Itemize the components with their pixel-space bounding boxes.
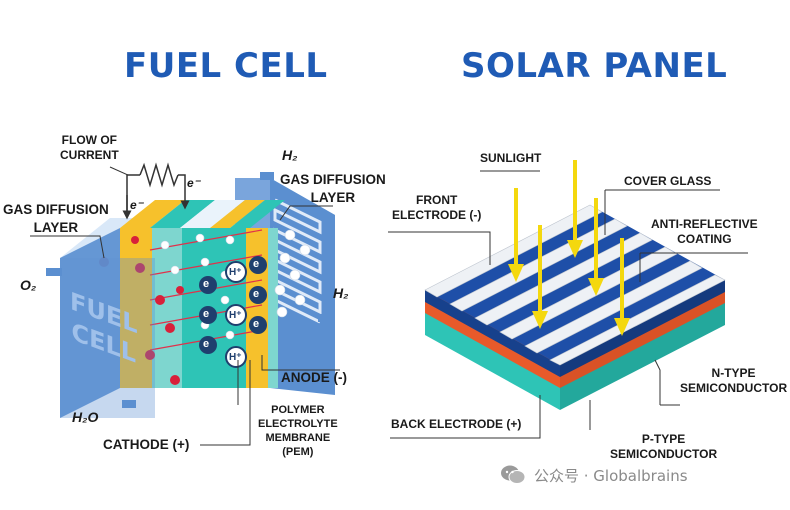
gdl-right-line-1: GAS DIFFUSION	[280, 172, 386, 187]
n-type-line-2: SEMICONDUCTOR	[680, 381, 788, 395]
pem-line-1: POLYMER	[271, 404, 325, 416]
anode-layer	[246, 228, 268, 388]
fuel-cell-front-box	[60, 228, 120, 418]
proton-glyph-1: H⁺	[229, 267, 242, 278]
anti-reflective-line-1: ANTI-REFLECTIVE	[651, 217, 758, 231]
coating-layer-right	[560, 280, 725, 377]
gdl-left-line-2: LAYER	[33, 220, 79, 235]
anode-gdl-top	[230, 200, 285, 228]
front-electrode-line-2: ELECTRODE (-)	[392, 208, 482, 222]
h2-top-label: H₂	[282, 147, 298, 163]
h2-inlet-pipe	[260, 172, 274, 180]
electron-glyph-1: e	[203, 278, 210, 290]
watermark: 公众号 · Globalbrains	[500, 464, 688, 486]
fuel-cell-title: FUEL CELL	[124, 46, 328, 86]
h2o-outlet-pipe	[122, 400, 136, 408]
n-type-line-1: N-TYPE	[711, 366, 756, 380]
o2-label: O₂	[20, 277, 37, 293]
fuel-cell-leader-lines	[30, 166, 340, 446]
gdl-right-line-2: LAYER	[310, 190, 356, 205]
flow-of-current-line-1: FLOW OF	[61, 133, 117, 147]
p-type-label: P-TYPE SEMICONDUCTOR	[610, 432, 717, 462]
front-electrode-line-1: FRONT	[416, 193, 458, 207]
p-type-line-1: P-TYPE	[641, 432, 686, 446]
anode-label: ANODE (-)	[281, 370, 347, 385]
right-plate-channels	[273, 198, 322, 324]
sunlight-label: SUNLIGHT	[480, 151, 542, 165]
electron-label-right: e⁻	[187, 176, 201, 190]
wechat-icon	[501, 465, 526, 484]
proton-markers	[225, 261, 247, 368]
anti-reflective-label: ANTI-REFLECTIVE COATING	[651, 217, 758, 247]
anti-reflective-line-2: COATING	[677, 232, 732, 246]
fuel-cell-graphic	[30, 162, 340, 446]
flow-of-current-label: FLOW OF CURRENT	[60, 133, 119, 163]
gas-diffusion-layer-right-label: GAS DIFFUSION LAYER	[280, 171, 386, 207]
solar-leader-lines	[388, 170, 748, 439]
h2-outlet-pipe	[318, 314, 334, 322]
pem-line-3: MEMBRANE	[265, 432, 331, 444]
h2-right-label: H₂	[333, 285, 349, 301]
pem-line-2: ELECTROLYTE	[258, 418, 338, 430]
pem-top	[180, 200, 245, 228]
pem-label: POLYMER ELECTROLYTE MEMBRANE (PEM)	[258, 403, 338, 459]
back-electrode-label: BACK ELECTRODE (+)	[391, 417, 522, 431]
n-type-label: N-TYPE SEMICONDUCTOR	[680, 366, 787, 396]
n-type-layer-left	[425, 300, 560, 388]
watermark-text: 公众号 · Globalbrains	[534, 466, 688, 485]
cathode-layer	[120, 228, 152, 388]
solar-panel-title: SOLAR PANEL	[461, 46, 728, 86]
electron-label-left: e⁻	[130, 198, 144, 212]
cathode-gdl-layer	[152, 228, 182, 388]
proton-glyph-3: H⁺	[229, 352, 242, 363]
electron-glyph-2: e	[203, 308, 210, 320]
electron-particles	[199, 256, 267, 354]
electron-glyph-6: e	[253, 318, 260, 330]
electron-glyph-5: e	[253, 288, 260, 300]
h2o-label: H₂O	[72, 409, 99, 425]
fuel-cell-front-overlay	[60, 258, 155, 418]
n-type-layer-right	[560, 290, 725, 388]
solar-panel-graphic	[388, 160, 748, 439]
electron-glyph-4: e	[253, 258, 260, 270]
cathode-gdl-top	[150, 200, 215, 228]
gas-diffusion-layer-left-label: GAS DIFFUSION LAYER	[3, 201, 109, 237]
anode-gdl-layer	[268, 228, 278, 388]
sunlight-arrows	[508, 160, 630, 336]
front-electrode-stripes	[424, 204, 726, 366]
front-electrode-label: FRONT ELECTRODE (-)	[392, 193, 481, 223]
cathode-label: CATHODE (+)	[103, 437, 190, 452]
coating-layer-top	[425, 205, 725, 365]
p-type-layer-left	[425, 310, 560, 410]
cathode-top	[120, 200, 185, 228]
coating-layer-left	[425, 290, 560, 377]
p-type-line-2: SEMICONDUCTOR	[610, 447, 718, 461]
electron-glyph-3: e	[203, 338, 210, 350]
o2-inlet-pipe	[46, 268, 62, 276]
flow-of-current-line-2: CURRENT	[60, 148, 119, 162]
cover-glass-label: COVER GLASS	[624, 174, 712, 188]
p-type-layer-right	[560, 300, 725, 410]
pem-line-4: (PEM)	[282, 446, 314, 458]
gdl-left-line-1: GAS DIFFUSION	[3, 202, 109, 217]
anode-top	[210, 200, 265, 228]
proton-glyph-2: H⁺	[229, 310, 242, 321]
